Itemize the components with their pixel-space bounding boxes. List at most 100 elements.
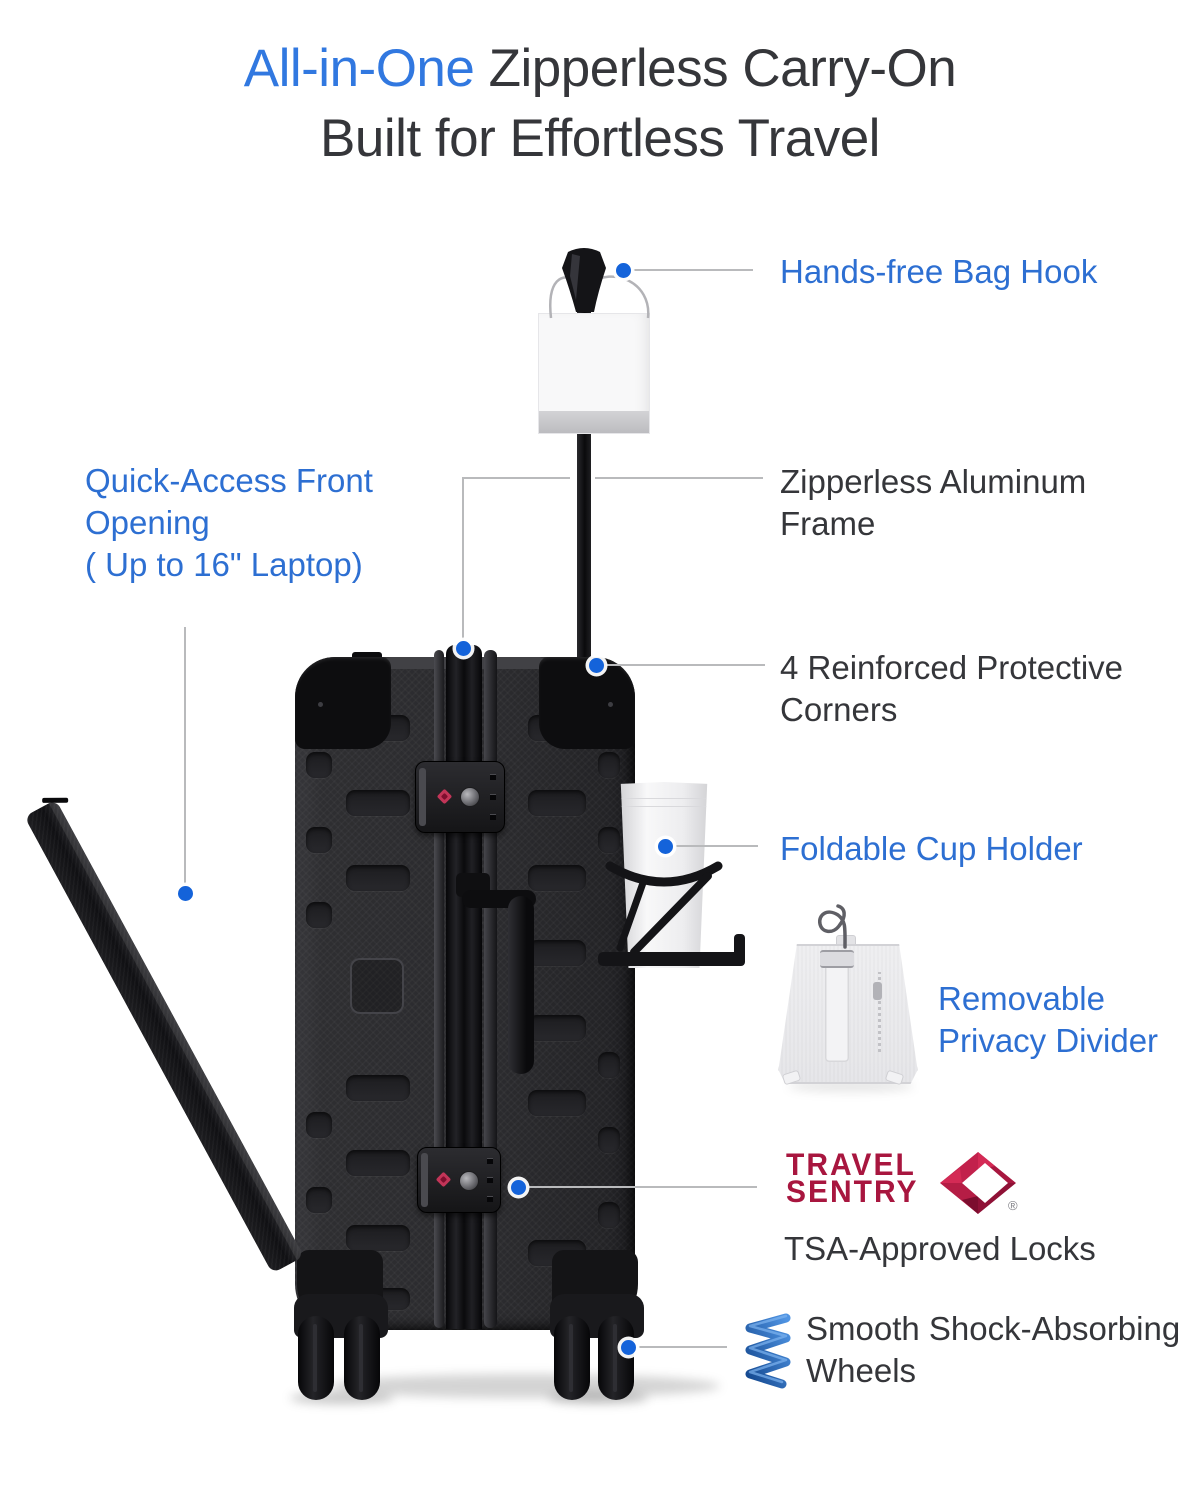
spinner-wheel (598, 1316, 634, 1400)
travel-sentry-diamond-icon (940, 1152, 1016, 1214)
callout-dot-bag-hook (615, 262, 631, 278)
bag-handle-right (589, 275, 650, 319)
callout-line1: Quick-Access Front (85, 462, 373, 499)
callout-dot-wheels (620, 1339, 636, 1355)
callout-bag-hook: Hands-free Bag Hook (780, 253, 1098, 290)
callout-line (676, 845, 758, 847)
callout-line (639, 1346, 727, 1348)
callout-frame: Zipperless Aluminum Frame (780, 461, 1086, 545)
lock-pin (490, 774, 496, 780)
groove-slot (528, 1015, 586, 1041)
corner-protector-top-left (295, 657, 391, 749)
hanging-shopping-bag (538, 313, 650, 434)
groove-slot (528, 940, 586, 966)
callout-line1: 4 Reinforced Protective (780, 649, 1124, 686)
tsa-lock-top (415, 761, 505, 833)
lock-pin (487, 1158, 493, 1164)
callout-corners: 4 Reinforced Protective Corners (780, 647, 1123, 731)
groove-slot (346, 1075, 410, 1101)
lock-pin (487, 1196, 493, 1202)
title-highlight: All-in-One (243, 39, 475, 98)
callout-line (529, 1186, 757, 1188)
groove-slot (528, 1090, 586, 1116)
callout-dot-cup-holder (657, 838, 673, 854)
groove-slot (598, 1202, 620, 1228)
callout-line3: ( Up to 16" Laptop) (85, 546, 363, 583)
groove-slot (598, 752, 620, 778)
groove-slot (306, 827, 332, 853)
lock-pin (490, 794, 496, 800)
bag-bottom-band (539, 411, 649, 433)
callout-line1: Smooth Shock-Absorbing (806, 1310, 1181, 1347)
panel-edge-highlight (48, 799, 304, 1261)
privacy-divider-pouch (778, 944, 918, 1084)
title-rest: Zipperless Carry-On (474, 39, 957, 98)
lock-dial (459, 1171, 479, 1191)
divider-zipper (878, 972, 881, 1052)
cup-holder-tray-lip (734, 934, 745, 966)
open-front-panel (24, 797, 304, 1274)
callout-line2: Frame (780, 505, 876, 542)
callout-line (633, 269, 753, 271)
tsa-lock-bottom (417, 1147, 501, 1213)
groove-slot (528, 865, 586, 891)
brand-emblem (350, 958, 404, 1014)
travel-sentry-logo-text: TRAVEL SENTRY (786, 1147, 919, 1210)
cup-in-holder (620, 782, 708, 968)
lock-hinge (419, 767, 426, 827)
corner-protector-top-right (539, 657, 635, 749)
frame-ridge-right (484, 650, 497, 1328)
divider-zipper-pull (873, 982, 882, 1000)
callout-dot-corners (588, 657, 604, 673)
spring-icon (745, 1313, 791, 1389)
brand-line1: TRAVEL (786, 1147, 916, 1183)
groove-slot (346, 790, 410, 816)
spinner-wheel (298, 1316, 334, 1400)
divider-buckle (820, 950, 854, 968)
spinner-wheel (344, 1316, 380, 1400)
callout-wheels: Smooth Shock-Absorbing Wheels (806, 1308, 1180, 1392)
callout-front-opening: Quick-Access Front Opening ( Up to 16" L… (85, 460, 373, 586)
groove-slot (346, 865, 410, 891)
callout-cup-holder: Foldable Cup Holder (780, 830, 1083, 867)
callout-line2: Corners (780, 691, 898, 728)
side-handle-bar (508, 896, 534, 1074)
groove-slot (598, 1052, 620, 1078)
lock-pin (487, 1177, 493, 1183)
divider-strap (825, 960, 849, 1062)
callout-line1: Zipperless Aluminum (780, 463, 1087, 500)
callout-line (462, 477, 464, 640)
lock-dial (460, 787, 480, 807)
callout-tsa-label: TSA-Approved Locks (784, 1230, 1096, 1267)
lock-pin (490, 814, 496, 820)
panel-latch-pin (42, 797, 69, 803)
groove-slot (598, 827, 620, 853)
aluminum-frame-channel (446, 645, 482, 1329)
brand-line2: SENTRY (786, 1174, 919, 1210)
callout-line2: Wheels (806, 1352, 917, 1389)
callout-line (463, 477, 570, 479)
corner-screw (608, 702, 613, 707)
case-shadow (330, 1374, 720, 1398)
callout-dot-tsa-lock (510, 1179, 526, 1195)
registered-mark: ® (1008, 1198, 1018, 1213)
callout-line (184, 627, 186, 885)
spinner-wheel (554, 1316, 590, 1400)
groove-slot (306, 1187, 332, 1213)
corner-screw (318, 702, 323, 707)
callout-line2: Opening (85, 504, 210, 541)
callout-line (606, 664, 765, 666)
groove-slot (306, 1112, 332, 1138)
lock-hinge (421, 1153, 428, 1207)
callout-line2: Privacy Divider (938, 1022, 1159, 1059)
callout-dot-front-opening (177, 885, 193, 901)
bag-hook-highlight (570, 254, 580, 300)
cup-lid-band (620, 798, 708, 807)
groove-slot (346, 1225, 410, 1251)
groove-slot (528, 790, 586, 816)
tsa-red-diamond-icon (435, 1171, 452, 1188)
groove-slot (306, 752, 332, 778)
frame-ridge-left (434, 650, 444, 1328)
